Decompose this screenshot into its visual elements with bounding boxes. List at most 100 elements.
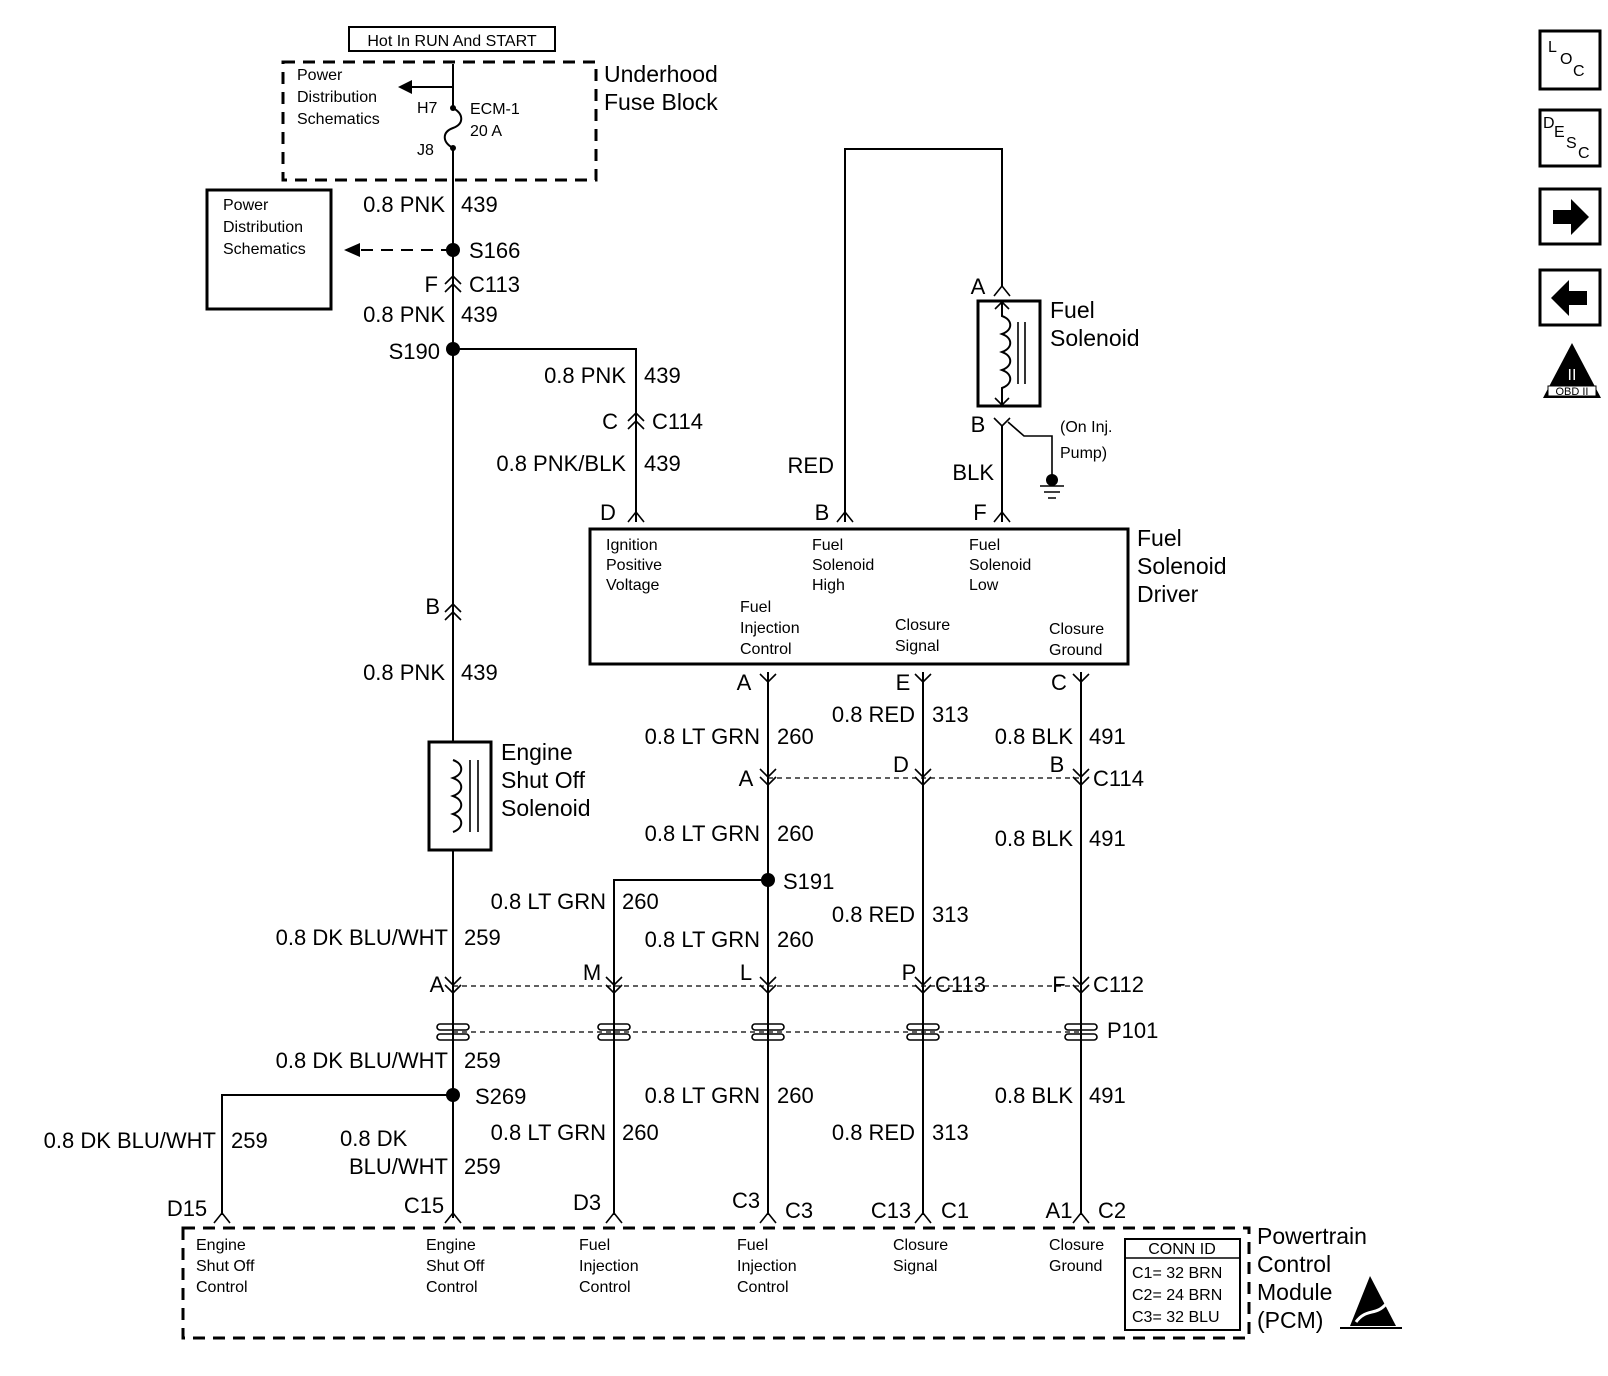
fsd-term-6b: Ground (1049, 642, 1102, 659)
desc-s: S (1566, 135, 1577, 152)
ground-dot (1046, 474, 1058, 486)
pcm-term-1c: Control (196, 1279, 248, 1296)
pin-b-connector-icon (444, 602, 462, 621)
fuse-ref-arrowhead (398, 80, 412, 94)
fsd-pin-c-terminal (1072, 673, 1090, 684)
obd-ii-icon[interactable]: II OBD II (1543, 343, 1601, 398)
pcm-d3-terminal (605, 1211, 623, 1224)
fsd-title-3: Driver (1137, 581, 1199, 607)
c112-f-icon (1072, 976, 1090, 995)
wire-313-color-b: 0.8 RED (832, 902, 915, 927)
wire-260-circuit-e: 260 (777, 1083, 814, 1108)
fuel-solenoid-arrows-icon (994, 300, 1010, 407)
wire-260-color-b: 0.8 LT GRN (645, 821, 760, 846)
fsd-term-3b: Solenoid (969, 557, 1031, 574)
pcm-term-1a: Engine (196, 1237, 246, 1254)
c112-pin-f: F (1052, 972, 1065, 997)
fuel-solenoid-core-icon (1017, 322, 1026, 384)
wire-439-color-3: 0.8 PNK (544, 363, 626, 388)
fuse-ref-3: Schematics (297, 111, 380, 128)
fuse-ref-2: Distribution (297, 89, 377, 106)
fuse-block-title-2: Fuse Block (604, 89, 718, 115)
pcm-pin-c1: C1 (941, 1198, 969, 1223)
conn-id-c3: C3= 32 BLU (1132, 1309, 1220, 1326)
arrow-left-icon (1551, 280, 1587, 316)
wire-260-circuit-f: 260 (622, 1120, 659, 1145)
pcm-pin-c3a: C3 (732, 1188, 760, 1213)
fuse-terminal-top (450, 105, 456, 111)
wire-491-color-a: 0.8 BLK (995, 724, 1074, 749)
c113b-m-icon (605, 976, 623, 995)
s166-ref-arrowhead (344, 243, 360, 257)
arrow-right-icon (1553, 199, 1589, 235)
pcm-title-3: Module (1257, 1279, 1332, 1305)
wire-491-color-b: 0.8 BLK (995, 826, 1074, 851)
pcm-c15-terminal (444, 1211, 462, 1224)
pcm-term-4c: Control (737, 1279, 789, 1296)
fsd-pin-f-terminal (993, 510, 1011, 523)
fuel-solenoid-coil-icon (999, 301, 1012, 406)
wire-491-color-c: 0.8 BLK (995, 1083, 1074, 1108)
p101-grommet-1 (436, 1023, 470, 1041)
c113b-p-icon (914, 976, 932, 995)
pcm-c3-terminal (759, 1211, 777, 1224)
splice-s166: S166 (469, 238, 520, 263)
fuel-solenoid-line-2: Solenoid (1050, 325, 1140, 351)
splice-s191: S191 (783, 869, 834, 894)
hot-in-run-start-box (348, 26, 556, 52)
fsd-term-1c: Voltage (606, 577, 659, 594)
fuse-j8: J8 (417, 142, 434, 159)
splice-s190: S190 (389, 339, 440, 364)
wire-259-color-c: 0.8 DK BLU/WHT (44, 1128, 216, 1153)
wire-439-color-5: 0.8 PNK (363, 660, 445, 685)
pcm-term-5b: Signal (893, 1258, 937, 1275)
c114b-pin-b: B (1050, 752, 1065, 777)
fuse-block-title-1: Underhood (604, 61, 718, 87)
obd-label: OBD II (1555, 386, 1588, 398)
previous-page-button[interactable] (1538, 268, 1602, 327)
wire-260-color-d: 0.8 LT GRN (645, 927, 760, 952)
pcm-term-4b: Injection (737, 1258, 797, 1275)
wire-439-color-2: 0.8 PNK (363, 302, 445, 327)
c113b-pin-a: A (430, 972, 445, 997)
ground-wire (1007, 421, 1053, 478)
fuse-rating: 20 A (470, 123, 502, 140)
pcm-pin-c13: C13 (871, 1198, 911, 1223)
pcm-pin-c15: C15 (404, 1193, 444, 1218)
wire-260-circuit-d: 260 (777, 927, 814, 952)
wire-red-label: RED (788, 453, 834, 478)
next-page-button[interactable] (1538, 187, 1602, 246)
fsd-term-1a: Ignition (606, 537, 658, 554)
fsd-pin-b-terminal (836, 510, 854, 523)
fsd-title-2: Solenoid (1137, 553, 1227, 579)
engine-shutoff-solenoid-box (427, 740, 493, 852)
ground-icon (1040, 485, 1064, 499)
wire-259-circuit-c: 259 (231, 1128, 268, 1153)
pcm-c13-terminal (914, 1211, 932, 1224)
fuel-solenoid-pin-a-terminal (993, 284, 1011, 297)
loc-o: O (1560, 51, 1572, 68)
fsd-pin-d-terminal (627, 510, 645, 523)
pcm-pin-d3: D3 (573, 1190, 601, 1215)
esd-warning-icon (1340, 1276, 1402, 1329)
pcm-title-4: (PCM) (1257, 1307, 1323, 1333)
power-dist-line-2: Distribution (223, 219, 303, 236)
location-nav-button[interactable]: L O C (1538, 29, 1602, 91)
conn-id-c2: C2= 24 BRN (1132, 1287, 1222, 1304)
fsd-term-5b: Signal (895, 638, 939, 655)
fsd-pin-a: A (737, 670, 752, 695)
pcm-term-1b: Shut Off (196, 1258, 255, 1275)
wire-439-circuit-3: 439 (644, 363, 681, 388)
c112-label: C112 (1093, 972, 1144, 997)
fsd-pin-d: D (600, 500, 616, 525)
description-nav-button[interactable]: D E S C (1538, 108, 1602, 168)
fuse-icon (443, 107, 463, 149)
c113b-l-icon (759, 976, 777, 995)
splice-s166-dot (446, 243, 460, 257)
fsd-term-1b: Positive (606, 557, 662, 574)
wire-259-color-d-2: BLU/WHT (349, 1154, 448, 1179)
pcm-term-5a: Closure (893, 1237, 948, 1254)
c114b-pin-d: D (893, 752, 909, 777)
c114b-b-icon (1072, 768, 1090, 787)
